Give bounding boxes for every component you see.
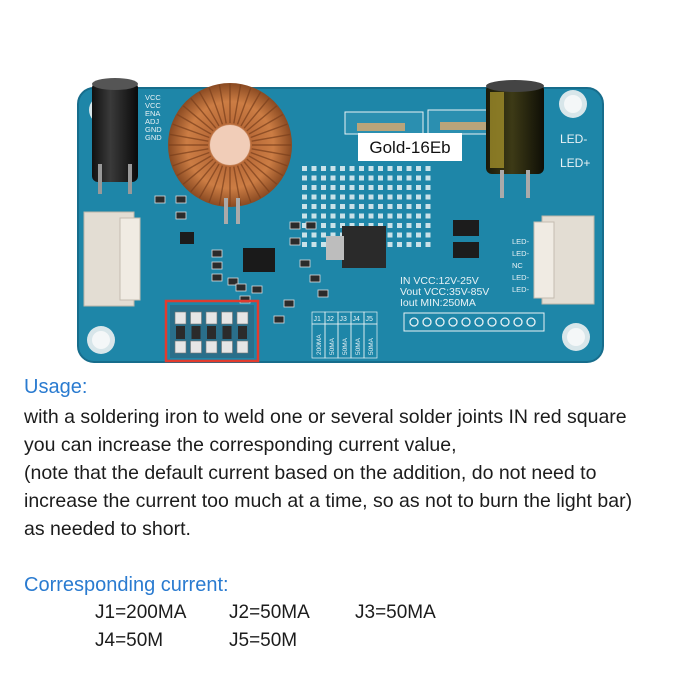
led-plus-label: LED+ <box>560 156 590 170</box>
svg-text:Vout VCC:35V-85V: Vout VCC:35V-85V <box>400 286 489 298</box>
current-j5: J5=50M <box>229 630 298 651</box>
jumper-header: J5 <box>366 316 374 323</box>
usage-line-3: (note that the default current based on … <box>24 462 597 484</box>
led-minus-label: LED- <box>560 132 587 146</box>
current-j1: J1=200MA <box>95 602 187 623</box>
current-j4: J4=50M <box>95 630 164 651</box>
pin-label-left: ADJ <box>145 117 159 126</box>
current-j3: J3=50MA <box>355 602 436 623</box>
current-heading: Corresponding current: <box>24 574 229 596</box>
model-label-box <box>358 133 462 161</box>
pin-label-right: LED- <box>512 273 530 282</box>
jumper-value: 50MA <box>368 337 375 355</box>
svg-text:IN VCC:12V-25V: IN VCC:12V-25V <box>400 275 479 287</box>
jumper-header: J1 <box>314 316 322 323</box>
pin-label-left: GND <box>145 125 162 134</box>
current-j2: J2=50MA <box>229 602 310 623</box>
toroid-inductor <box>168 83 292 224</box>
pin-label-right: LED- <box>512 237 530 246</box>
connector-cn3 <box>533 215 595 305</box>
model-label: Gold-16Eb <box>369 138 450 157</box>
jumper-header: J3 <box>340 316 348 323</box>
pin-label-right: LED- <box>512 285 530 294</box>
usage-line-1: with a soldering iron to weld one or sev… <box>24 406 627 428</box>
svg-text:Iout MIN:250MA: Iout MIN:250MA <box>400 297 476 309</box>
right-pin-labels: LED- LED- NC LED- LED- <box>512 237 530 294</box>
usage-heading: Usage: <box>24 376 88 398</box>
jumper-value: 50MA <box>342 337 349 355</box>
pin-label-left: ENA <box>145 109 160 118</box>
jumper-table: J1 200MA J2 50MA J3 50MA J4 50MA J5 50MA <box>311 311 378 359</box>
pin-label-left: VCC <box>145 101 161 110</box>
jumper-header: J2 <box>327 316 335 323</box>
usage-line-5: as needed to short. <box>24 518 191 540</box>
pin-label-left: GND <box>145 133 162 142</box>
usage-line-2: you can increase the corresponding curre… <box>24 434 457 456</box>
usage-line-4: increase the current too much at a time,… <box>24 490 633 512</box>
pin-label-right: NC <box>512 261 523 270</box>
jumper-value: 50MA <box>355 337 362 355</box>
red-square-solder-pads <box>164 299 260 363</box>
pin-label-right: LED- <box>512 249 530 258</box>
spec-text: IN VCC:12V-25V Vout VCC:35V-85V Iout MIN… <box>400 275 489 309</box>
pin-label-left: VCC <box>145 93 161 102</box>
jumper-header: J4 <box>353 316 361 323</box>
jumper-value: 50MA <box>329 337 336 355</box>
connector-cn1 <box>83 211 141 307</box>
jumper-value: 200MA <box>316 334 323 355</box>
